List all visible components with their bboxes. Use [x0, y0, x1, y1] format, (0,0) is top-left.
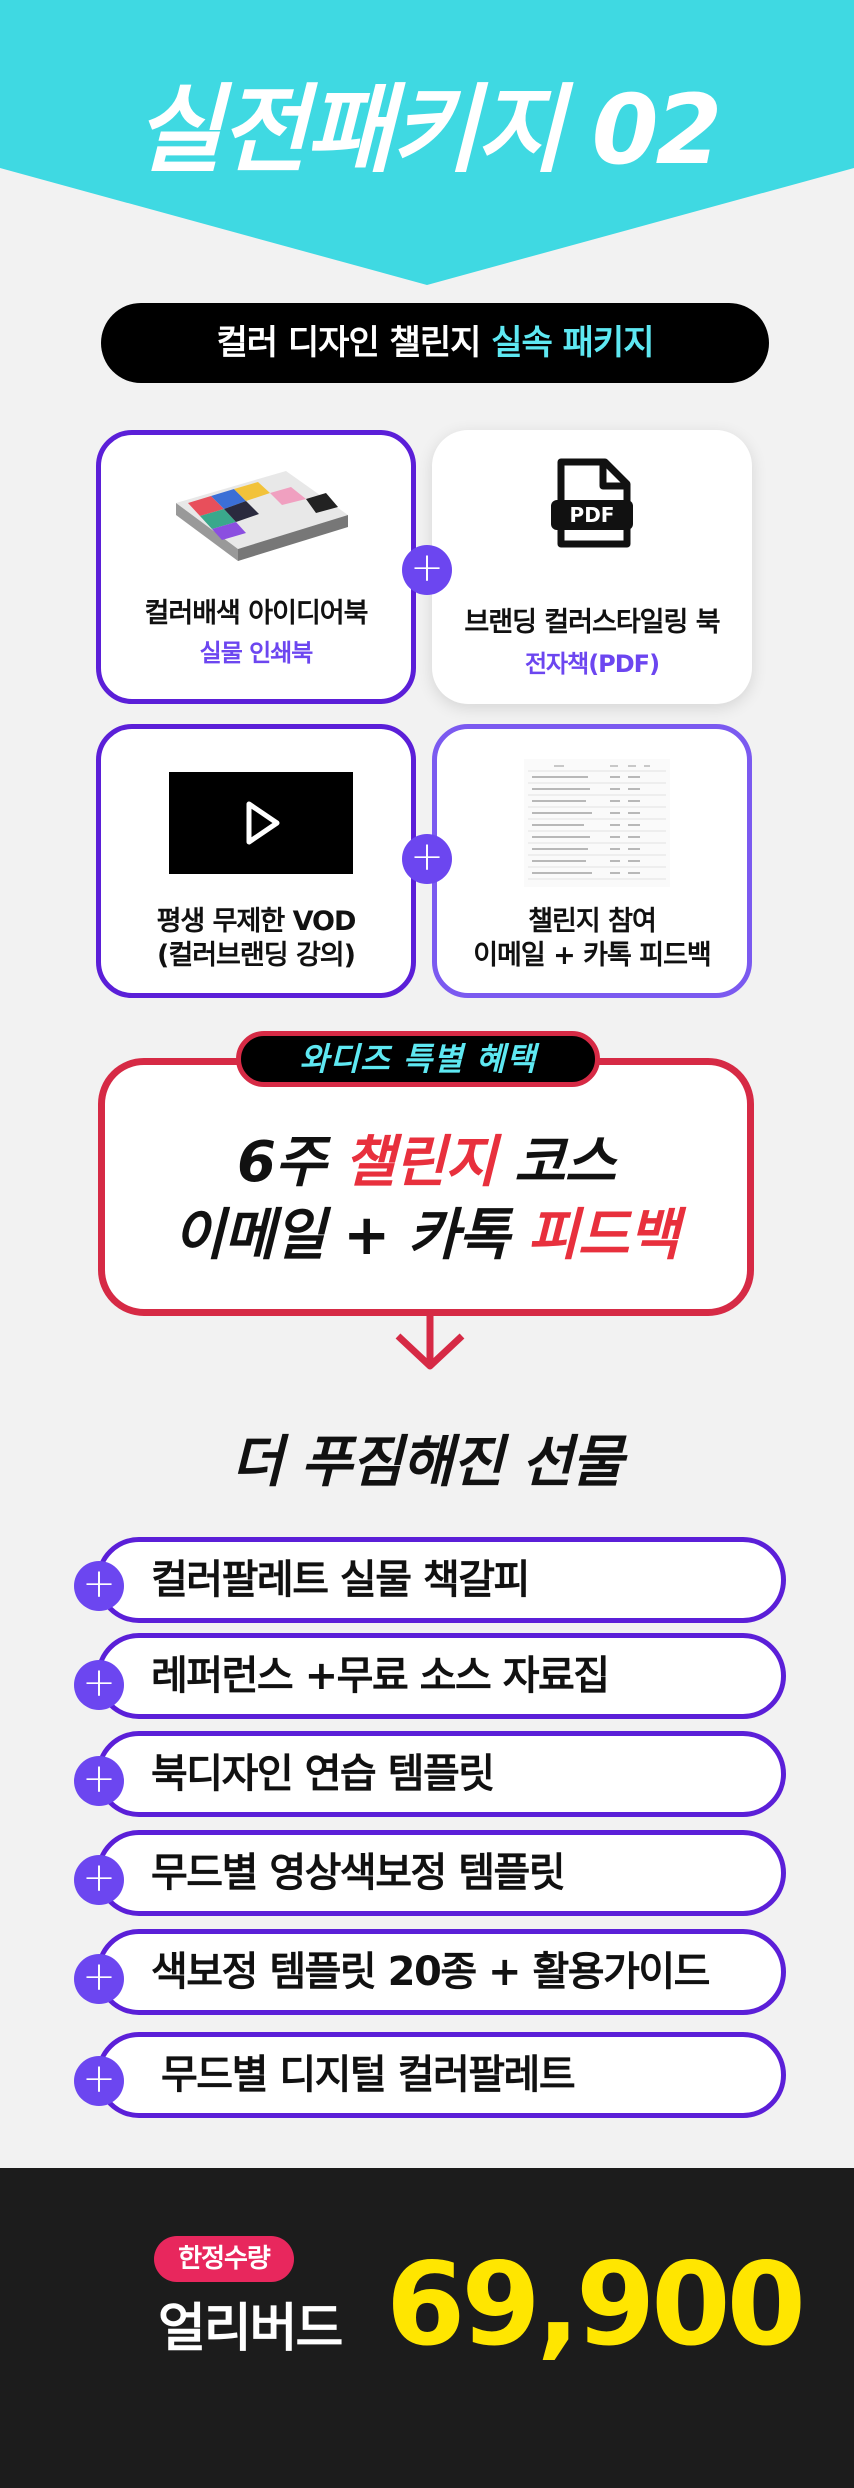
book-icon [176, 471, 348, 561]
plus-icon: + [74, 1660, 124, 1710]
wadiz-tag: 와디즈 특별 혜택 [236, 1031, 600, 1087]
plus-icon: + [74, 1855, 124, 1905]
plus-icon: + [74, 1954, 124, 2004]
wadiz-line-1: 6주 챌린지 코스 [98, 1117, 754, 1198]
card-title: 컬러배색 아이디어북 [144, 598, 369, 629]
plus-icon: + [402, 834, 452, 884]
arrow-down-icon [395, 1316, 465, 1370]
wadiz-line-1-b: 코스 [495, 1130, 616, 1195]
package-label-prefix: 컬러 디자인 챌린지 [216, 323, 492, 363]
card-title: 챌린지 참여 이메일 + 카톡 피드백 [473, 906, 712, 971]
price-footer [0, 2168, 854, 2488]
banner-title: 실전패키지 02 [134, 74, 723, 186]
package-label-accent: 실속 패키지 [491, 323, 654, 363]
early-bird-label: 얼리버드 [158, 2299, 343, 2359]
pdf-icon: PDF [551, 458, 633, 548]
card-color-idea-book: 컬러배색 아이디어북 실물 인쇄북 [96, 430, 416, 704]
card-title: 브랜딩 컬러스타일링 북 [464, 607, 720, 638]
card-sub: 실물 인쇄북 [199, 639, 314, 667]
gift-item: 북디자인 연습 템플릿 [96, 1731, 786, 1817]
plus-icon: + [74, 1756, 124, 1806]
svg-text:PDF: PDF [570, 503, 615, 527]
gift-item: 무드별 디지털 컬러팔레트 [96, 2032, 786, 2118]
wadiz-line-2-a: 이메일 + 카톡 [173, 1203, 528, 1268]
gift-item: 무드별 영상색보정 템플릿 [96, 1830, 786, 1916]
price-amount: 69,900 [386, 2238, 806, 2371]
plus-icon: + [74, 1561, 124, 1611]
gift-item: 색보정 템플릿 20종 + 활용가이드 [96, 1929, 786, 2015]
card-vod: 평생 무제한 VOD (컬러브랜딩 강의) [96, 724, 416, 998]
spreadsheet-icon [524, 759, 670, 887]
wadiz-line-1-red: 챌린지 [343, 1130, 497, 1195]
card-branding-ebook: PDF 브랜딩 컬러스타일링 북 전자책(PDF) [432, 430, 752, 704]
plus-icon: + [74, 2056, 124, 2106]
header-banner: 실전패키지 02 [0, 0, 854, 285]
plus-icon: + [402, 545, 452, 595]
card-challenge-feedback: 챌린지 참여 이메일 + 카톡 피드백 [432, 724, 752, 998]
wadiz-benefit-box [98, 1058, 754, 1316]
card-title: 평생 무제한 VOD (컬러브랜딩 강의) [156, 906, 357, 971]
banner-shape [0, 0, 854, 285]
card-sub: 전자책(PDF) [524, 650, 660, 678]
wadiz-line-2: 이메일 + 카톡 피드백 [98, 1190, 754, 1271]
wadiz-line-2-red: 피드백 [527, 1203, 680, 1268]
play-icon [169, 772, 353, 874]
gift-heading: 더 푸짐해진 선물 [231, 1430, 624, 1495]
gift-item: 컬러팔레트 실물 책갈피 [96, 1537, 786, 1623]
gift-item: 레퍼런스 +무료 소스 자료집 [96, 1633, 786, 1719]
wadiz-line-1-a: 6주 [236, 1130, 344, 1195]
package-label: 컬러 디자인 챌린지 실속 패키지 [101, 303, 769, 383]
limited-badge: 한정수량 [154, 2236, 294, 2282]
